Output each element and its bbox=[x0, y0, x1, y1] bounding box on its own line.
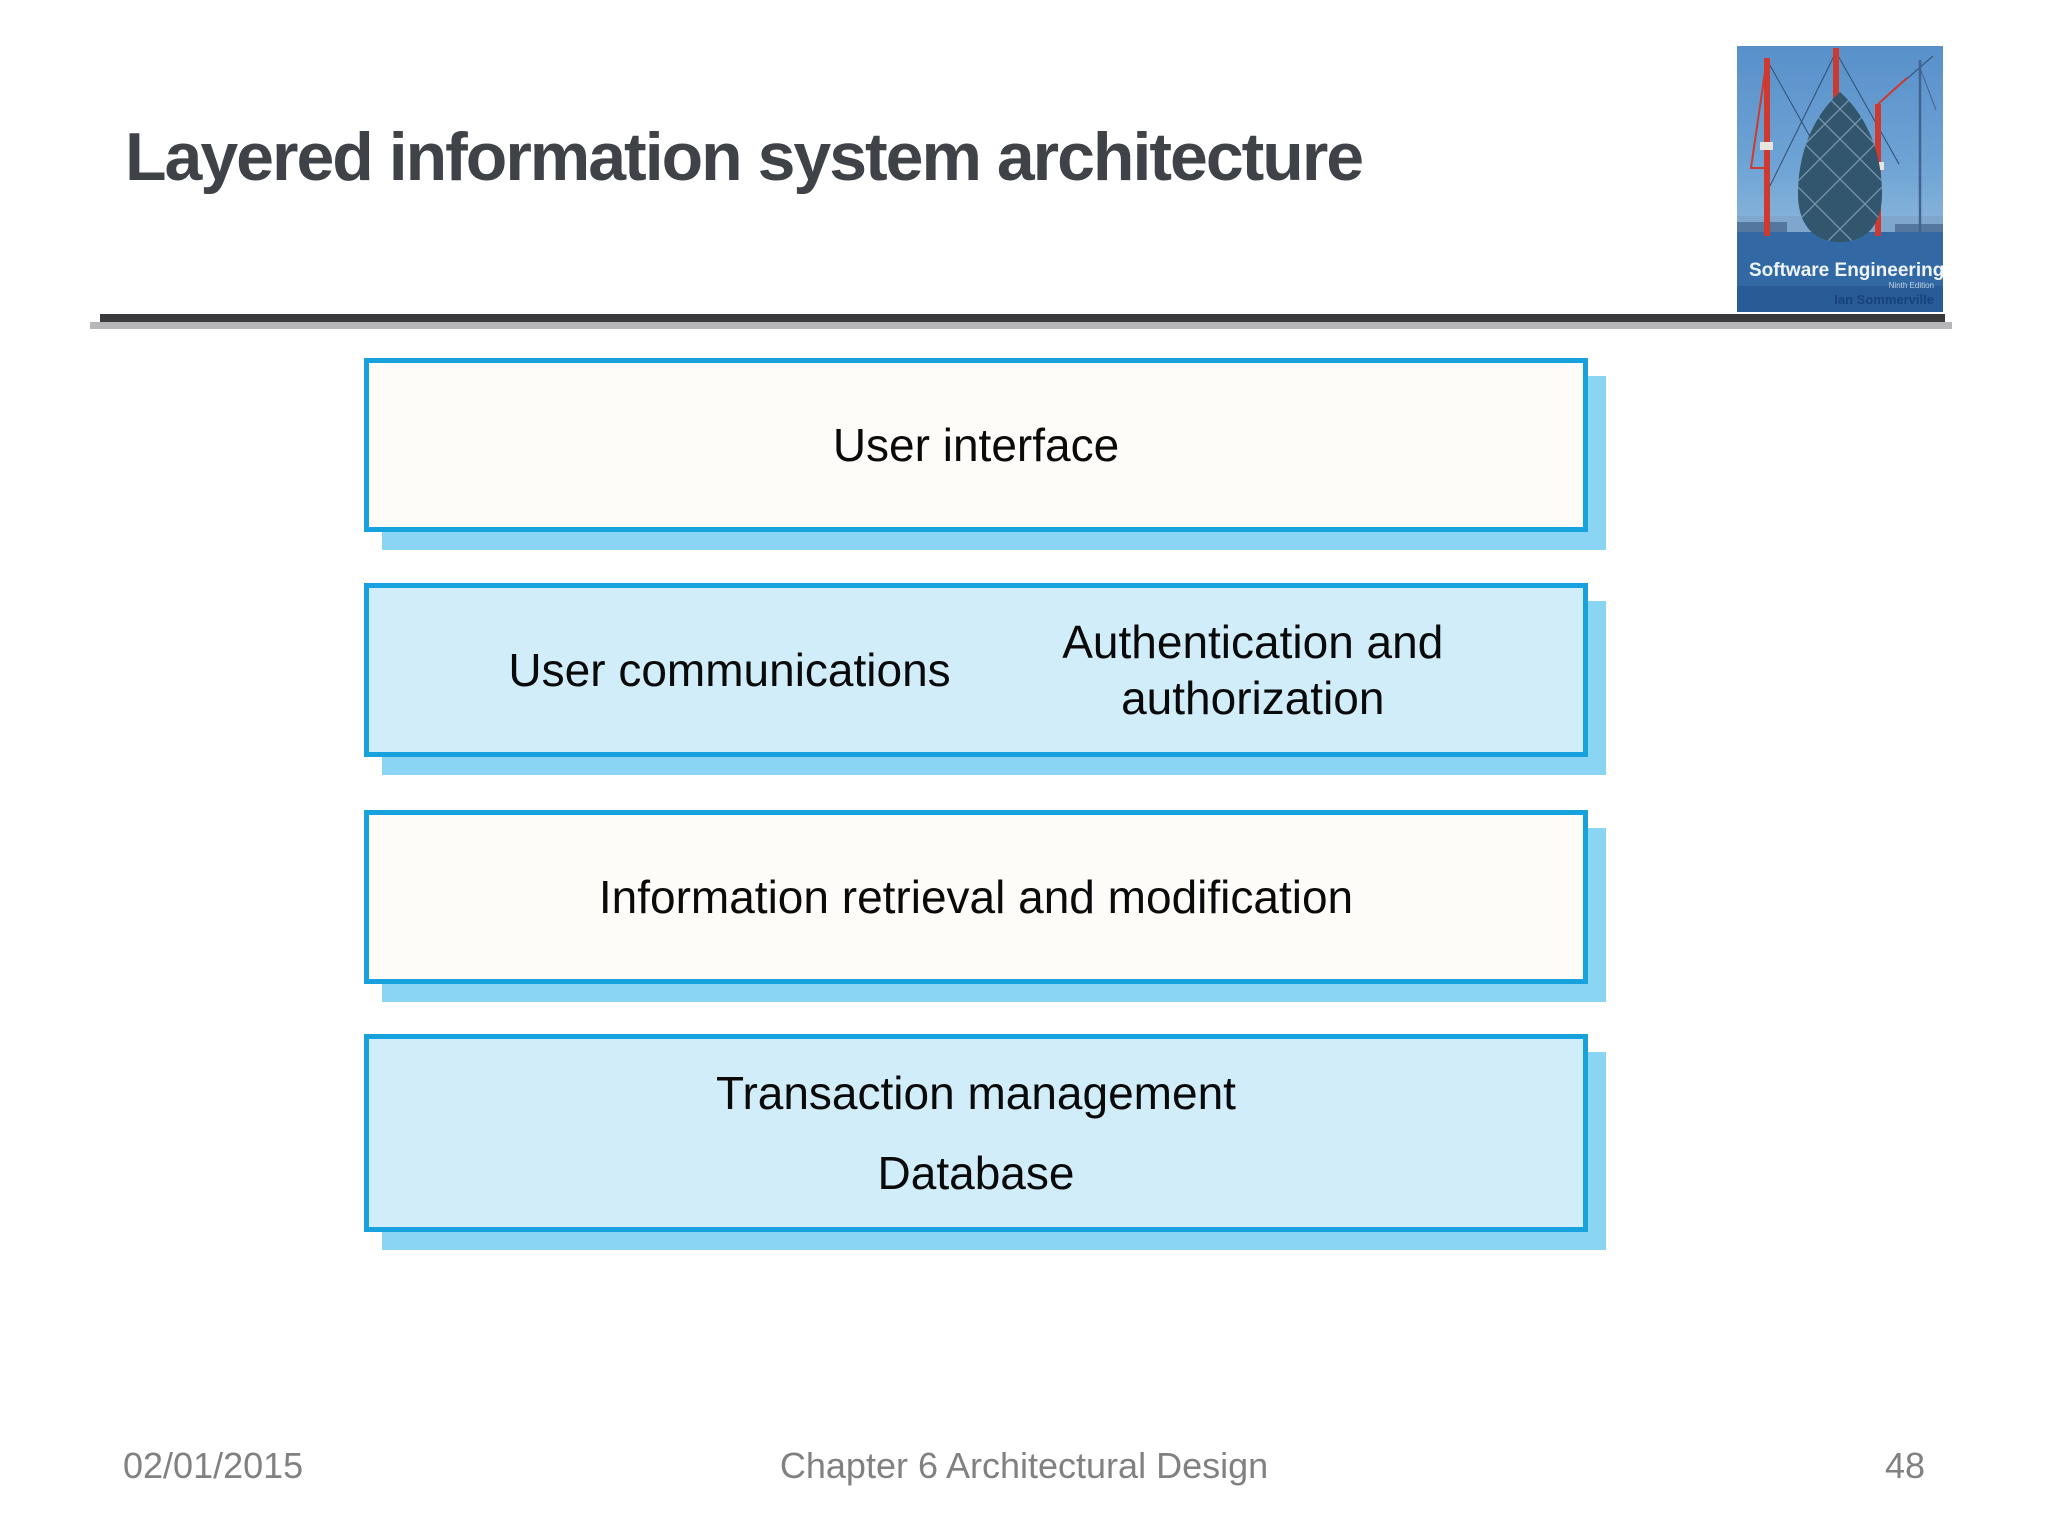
title-divider bbox=[100, 314, 1945, 322]
logo-edition: Ninth Edition bbox=[1889, 281, 1934, 290]
book-cover-logo: Software Engineering Ninth Edition Ian S… bbox=[1737, 46, 1943, 312]
layer-face: Transaction management Database bbox=[364, 1034, 1588, 1232]
layer-label: User communications bbox=[508, 643, 951, 696]
layer-face: Information retrieval and modification bbox=[364, 810, 1588, 984]
layer-label: Authentication and authorization bbox=[1062, 615, 1444, 724]
book-cover-art: Software Engineering Ninth Edition Ian S… bbox=[1737, 46, 1943, 312]
logo-book-title: Software Engineering bbox=[1749, 260, 1943, 281]
layer-communications: User communications Authentication and a… bbox=[364, 583, 1606, 775]
layer-label: Information retrieval and modification bbox=[598, 870, 1354, 923]
layer-label: User interface bbox=[832, 418, 1120, 471]
layer-information-retrieval: Information retrieval and modification bbox=[364, 810, 1606, 1002]
layer-label: Database bbox=[877, 1147, 1075, 1199]
layer-face: User interface bbox=[364, 358, 1588, 532]
slide-title: Layered information system architecture bbox=[125, 119, 1364, 195]
footer-page-number: 48 bbox=[1884, 1445, 1925, 1486]
layer-label: Transaction management bbox=[716, 1066, 1236, 1119]
layer-database: Transaction management Database bbox=[364, 1034, 1606, 1250]
footer-date: 02/01/2015 bbox=[123, 1445, 304, 1486]
layer-face: User communications Authentication and a… bbox=[364, 583, 1588, 757]
logo-author: Ian Sommerville bbox=[1834, 292, 1934, 307]
title-divider-shadow bbox=[90, 322, 1952, 329]
layer-user-interface: User interface bbox=[364, 358, 1606, 550]
footer-chapter-title: Chapter 6 Architectural Design bbox=[779, 1445, 1269, 1486]
